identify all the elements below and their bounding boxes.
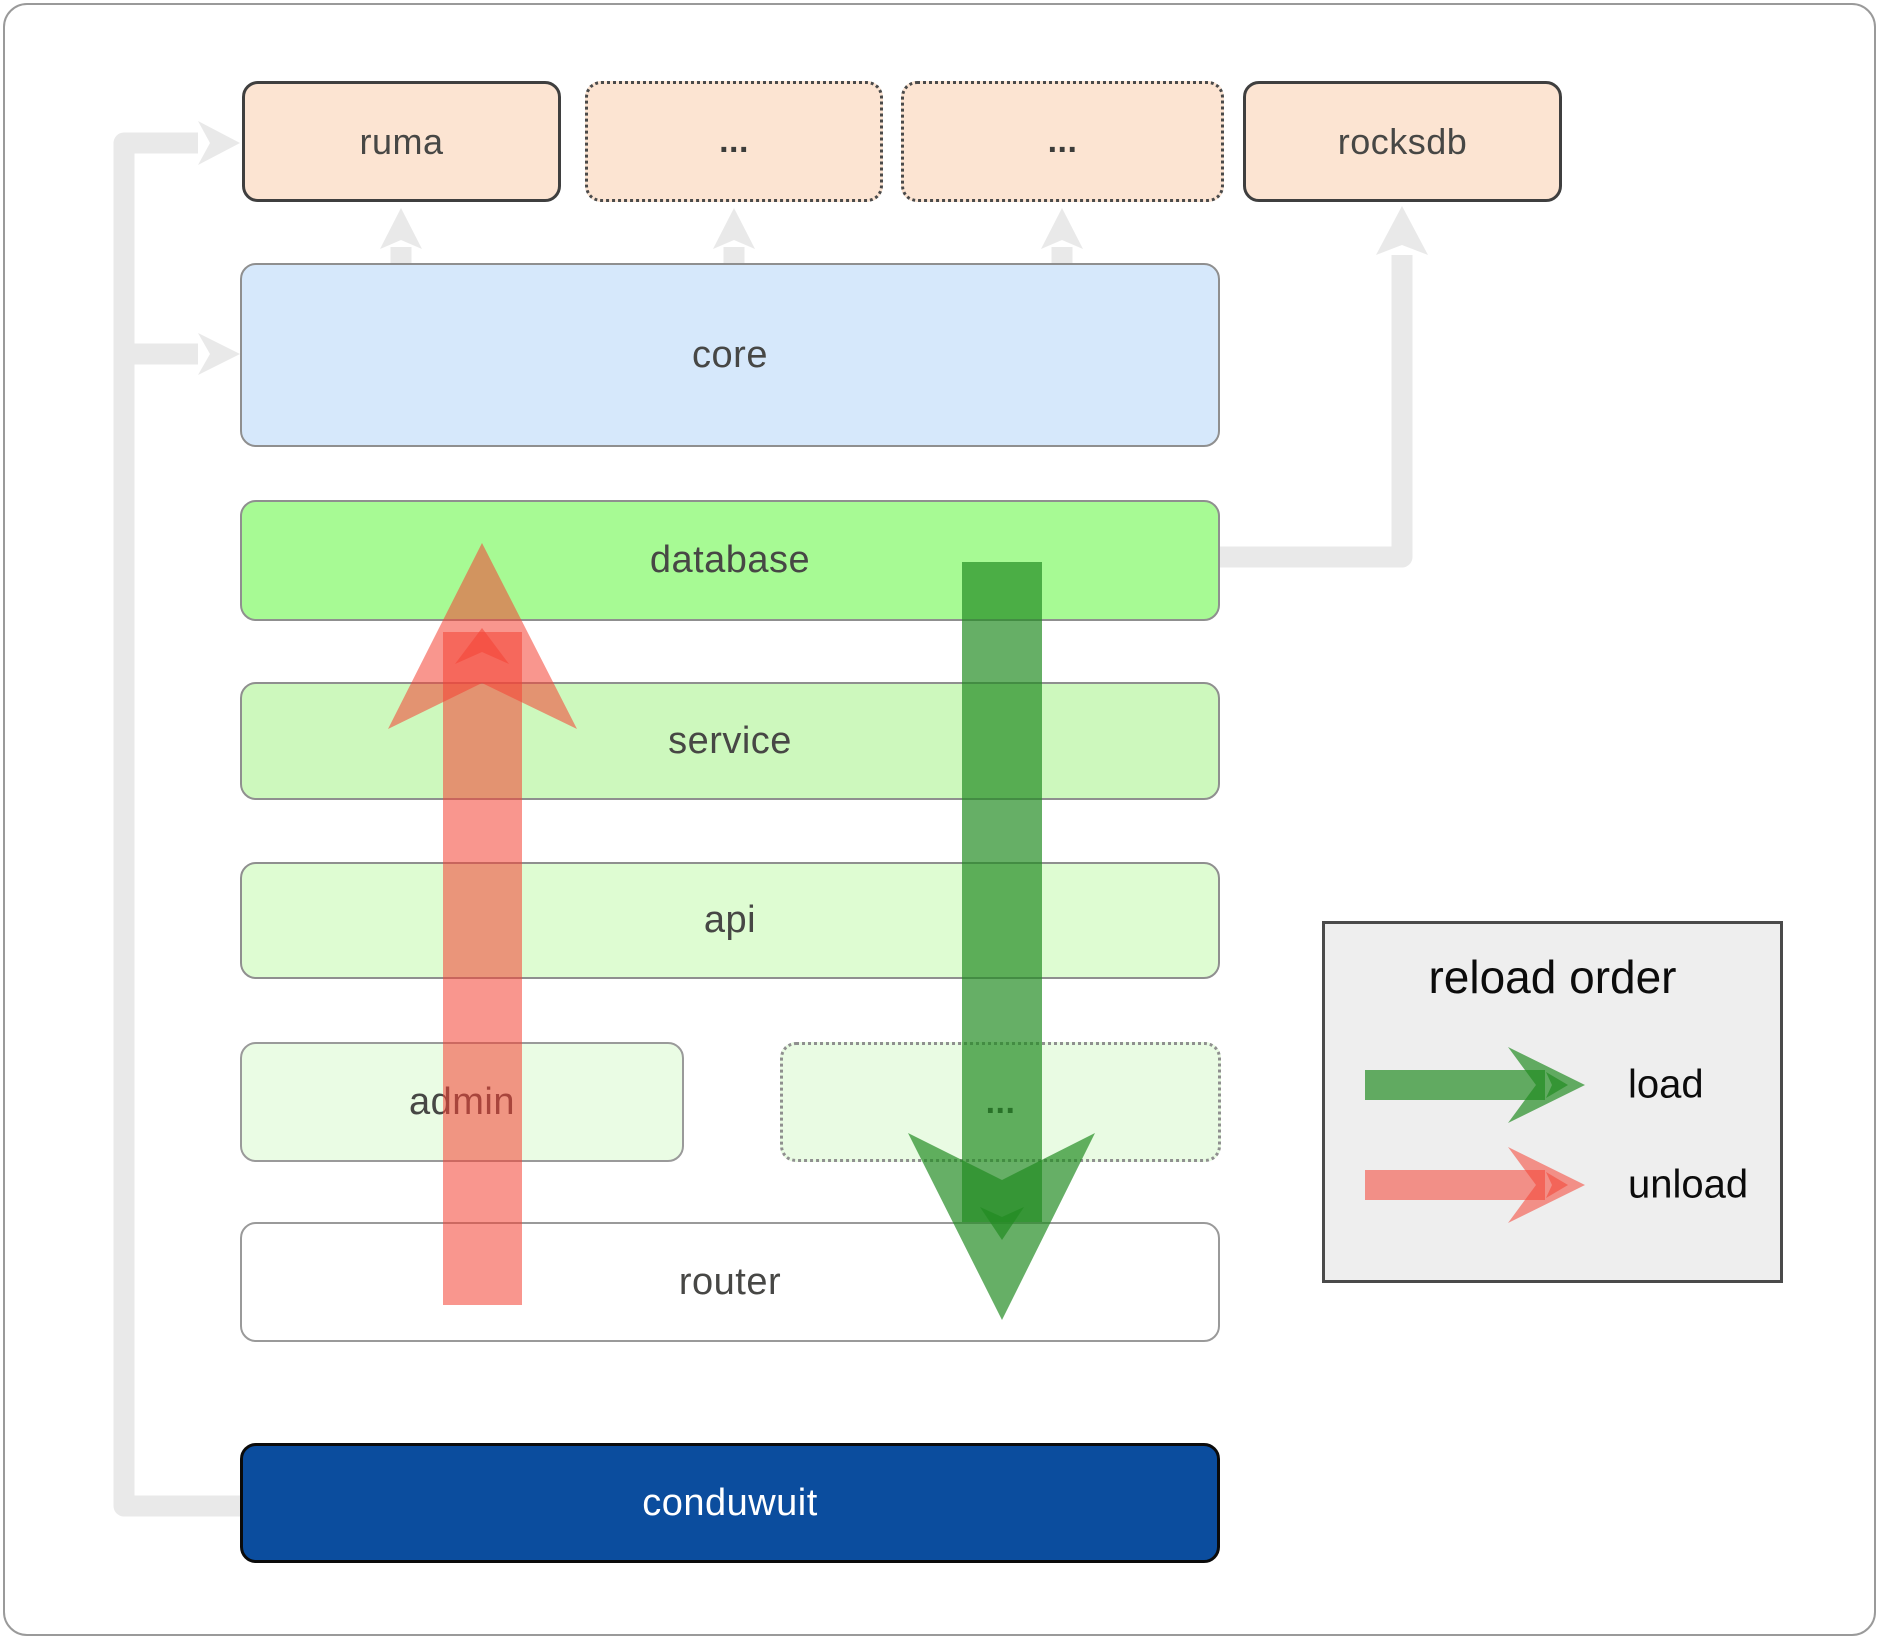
node-ruma-label: ruma xyxy=(359,120,444,162)
legend-unload-label: unload xyxy=(1628,1162,1749,1207)
node-router-label: router xyxy=(678,1260,782,1303)
node-ruma: ruma xyxy=(242,81,561,202)
node-rocksdb-label: rocksdb xyxy=(1337,120,1468,162)
node-ellipsis-top-right: ... xyxy=(901,81,1224,202)
node-rocksdb: rocksdb xyxy=(1243,81,1562,202)
node-api-label: api xyxy=(703,899,757,941)
node-conduwuit: conduwuit xyxy=(240,1443,1220,1563)
legend-load-label: load xyxy=(1628,1062,1704,1107)
node-admin: admin xyxy=(240,1042,684,1162)
node-conduwuit-label: conduwuit xyxy=(642,1481,818,1524)
node-database-label: database xyxy=(649,539,811,581)
node-admin-label: admin xyxy=(409,1080,515,1123)
node-api: api xyxy=(240,862,1220,979)
node-ellipsis-middle: ... xyxy=(780,1042,1221,1162)
node-database: database xyxy=(240,500,1220,621)
node-router: router xyxy=(240,1222,1220,1342)
node-ellipsis-top-left: ... xyxy=(585,81,883,202)
outer-frame xyxy=(3,3,1876,1636)
node-ellipsis-top-right-label: ... xyxy=(1047,122,1078,160)
node-ellipsis-middle-label: ... xyxy=(985,1082,1016,1121)
legend-arrows xyxy=(1365,1047,1585,1223)
legend-title: reload order xyxy=(1428,951,1677,1003)
legend-unload-arrow-icon xyxy=(1365,1147,1585,1223)
legend-load-arrow-icon xyxy=(1365,1047,1585,1123)
node-ellipsis-top-left-label: ... xyxy=(719,122,749,160)
node-service: service xyxy=(240,682,1220,800)
node-service-label: service xyxy=(668,719,792,762)
legend: reload order load unload xyxy=(1322,921,1783,1283)
node-core-label: core xyxy=(692,333,768,376)
node-core: core xyxy=(240,263,1220,447)
